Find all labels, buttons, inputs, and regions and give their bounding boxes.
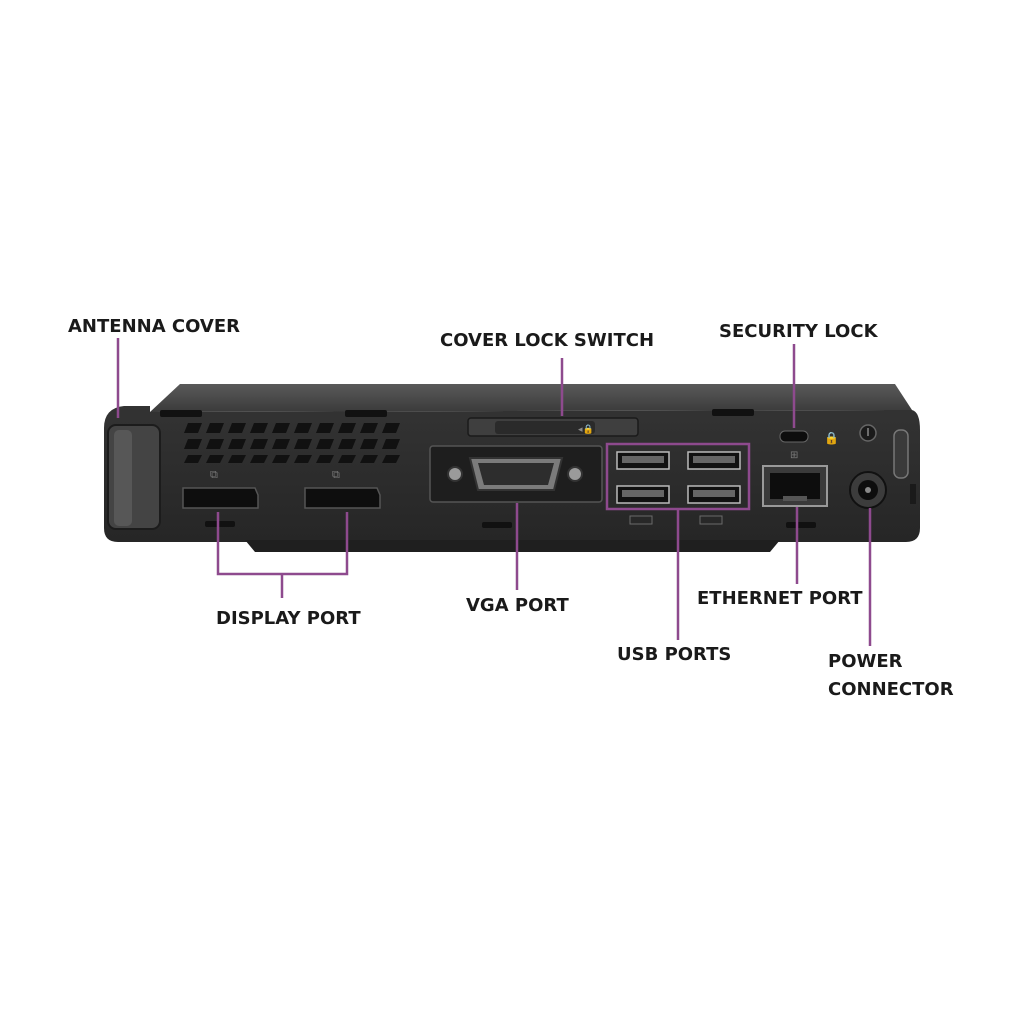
ethernet-port: ⊞ [762,450,828,507]
side-grip [893,429,916,504]
power-connector-label: POWER CONNECTOR [828,648,954,704]
bottom-tab [482,522,512,528]
display-port-icon: ⧉ [210,468,218,481]
usb-ports-label: USB PORTS [617,644,732,665]
chassis-foot [245,540,780,552]
top-tabs [160,409,754,417]
leader-display-port [216,512,349,598]
usb-port-group [616,451,741,525]
ethernet-port-label: ETHERNET PORT [697,588,863,609]
padlock-icon: 🔒 [824,431,839,445]
usb-icon [699,515,723,525]
display-port-1: ⧉ [182,468,259,509]
power-connector-label-line2: CONNECTOR [828,679,954,700]
security-lock-label: SECURITY LOCK [719,321,878,342]
vga-port [429,445,603,503]
antenna-cover [107,424,161,530]
power-connector [849,471,887,509]
security-lock-slot: 🔒 [779,430,839,445]
chassis-top [150,384,912,412]
cover-lock-switch-label: COVER LOCK SWITCH [440,330,655,351]
power-button-indicator [859,424,877,442]
antenna-cover-label: ANTENNA COVER [68,316,241,337]
vga-port-label: VGA PORT [466,595,569,616]
display-port-label: DISPLAY PORT [216,608,361,629]
lock-icon: ◂🔒 [578,424,594,435]
bottom-tab [205,521,235,527]
cover-lock-switch: ◂🔒 [467,417,639,437]
bottom-tab [786,522,816,528]
display-port-icon: ⧉ [332,468,340,481]
power-connector-label-line1: POWER [828,651,903,672]
vent-grille [184,423,400,463]
display-port-2: ⧉ [304,468,381,509]
network-icon: ⊞ [790,450,798,461]
usb-icon [629,515,653,525]
leader-lines [116,338,872,646]
